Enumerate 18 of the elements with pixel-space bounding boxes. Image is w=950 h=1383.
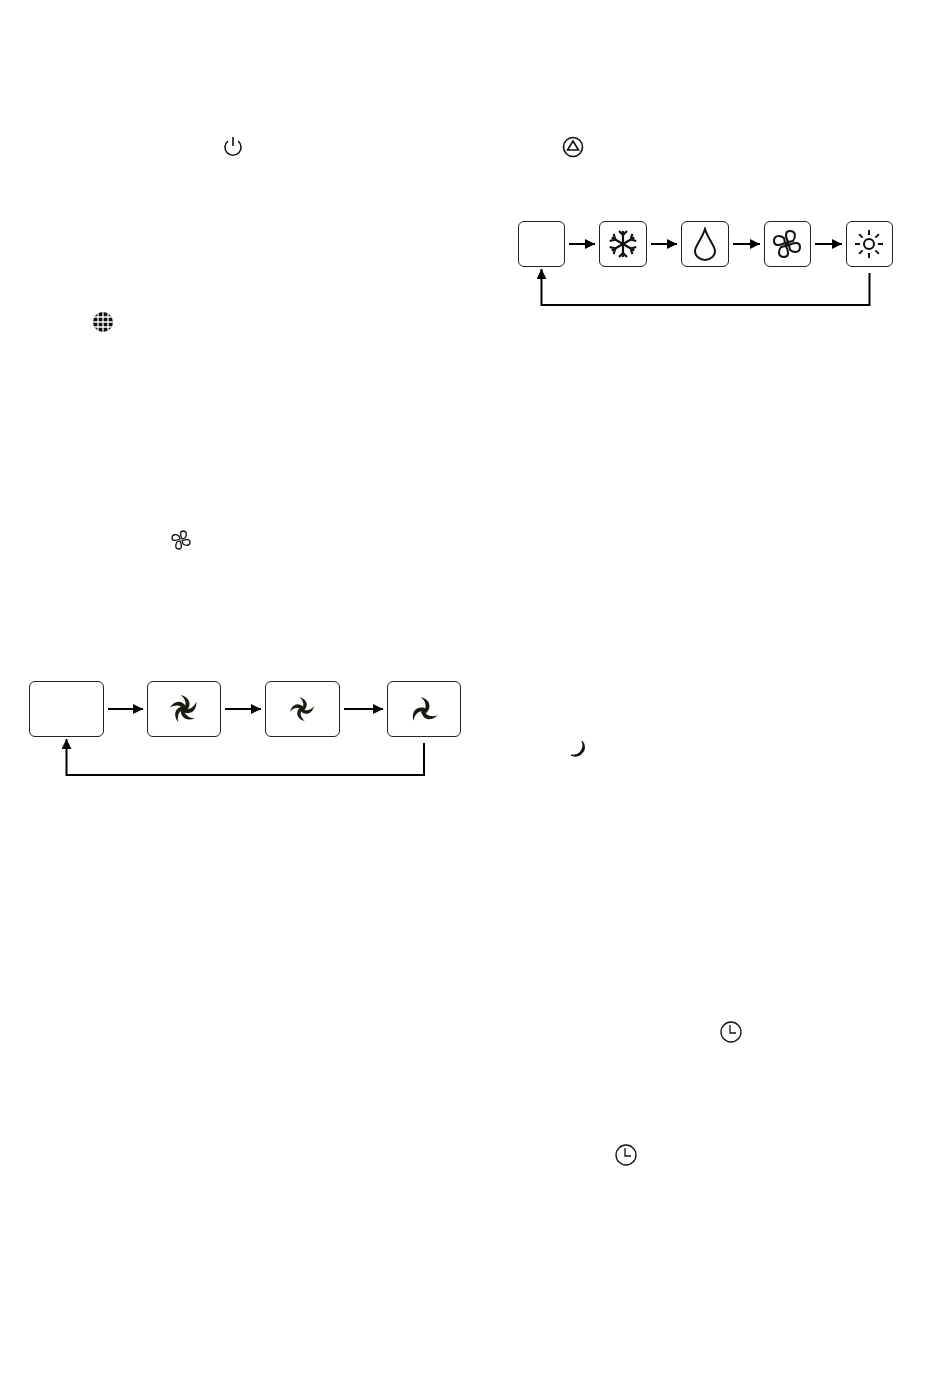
mode-box (846, 221, 893, 267)
arrow (568, 239, 596, 249)
mode-box (387, 681, 461, 737)
arrow (343, 704, 384, 714)
arrow (732, 239, 761, 249)
arrow (224, 704, 262, 714)
mode-box (599, 221, 647, 267)
mode-box (764, 221, 811, 267)
blank-display-box (29, 681, 104, 737)
arrow (61, 738, 425, 776)
arrow (107, 704, 144, 714)
blank-display-box (518, 221, 565, 267)
mode-box (147, 681, 221, 737)
arrow (650, 239, 678, 249)
mode-box (265, 681, 340, 737)
arrow (814, 239, 843, 249)
arrow (536, 268, 871, 306)
mode-box (681, 221, 729, 267)
